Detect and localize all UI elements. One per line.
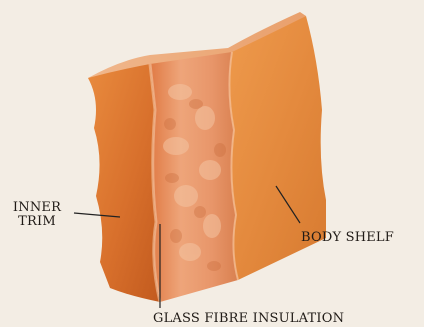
inner-trim-layer bbox=[88, 64, 160, 302]
glass-fibre-insulation-label: GLASS FIBRE INSULATION bbox=[153, 312, 344, 326]
inner-trim-label-line-2: TRIM bbox=[6, 215, 68, 229]
glass-fibre-layer bbox=[150, 52, 238, 302]
inner-trim-label: INNER TRIM bbox=[6, 201, 68, 229]
inner-trim-label-line-1: INNER bbox=[6, 201, 68, 215]
body-shelf-label: BODY SHELF bbox=[301, 231, 394, 245]
